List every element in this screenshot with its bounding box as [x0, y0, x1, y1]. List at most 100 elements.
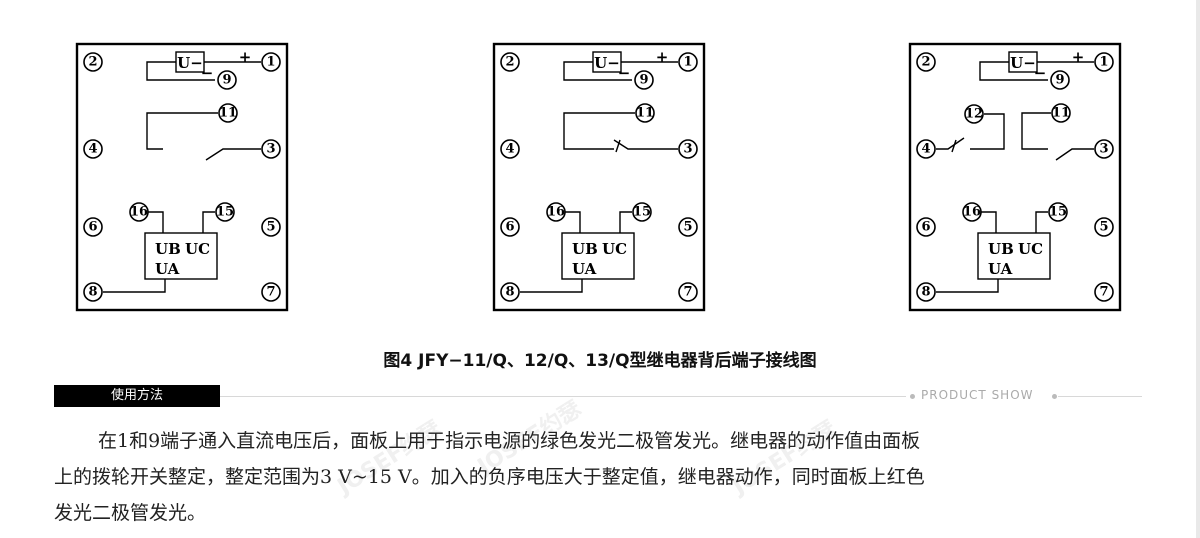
terminal-11	[1051, 103, 1071, 123]
wire	[978, 211, 997, 233]
svg-text:2: 2	[921, 55, 930, 70]
svg-text:11: 11	[1052, 106, 1070, 121]
ua-label: UA	[988, 260, 1013, 278]
terminal-2	[916, 52, 936, 72]
wire	[205, 148, 261, 161]
wiring-diagram-12q: U− + − UB UC UA 2 1 9 11 4 3 16 15 6 5	[492, 40, 707, 312]
svg-text:7: 7	[683, 285, 692, 300]
terminal-15	[632, 202, 652, 222]
terminal-1	[1094, 52, 1114, 72]
wire	[1035, 211, 1048, 233]
uc-label: UC	[185, 240, 210, 258]
svg-text:2: 2	[88, 55, 97, 70]
terminal-8	[83, 282, 103, 302]
terminal-8	[500, 282, 520, 302]
svg-text:1: 1	[1099, 55, 1108, 70]
terminal-3	[1094, 139, 1114, 159]
terminal-1	[678, 52, 698, 72]
wire	[202, 211, 215, 233]
minus-sign: −	[201, 64, 214, 82]
svg-text:4: 4	[88, 142, 97, 157]
svg-text:3: 3	[683, 142, 692, 157]
wire	[563, 112, 635, 150]
terminal-16	[546, 202, 566, 222]
svg-text:16: 16	[963, 205, 981, 220]
svg-text:15: 15	[633, 205, 651, 220]
terminal-16	[962, 202, 982, 222]
svg-text:8: 8	[505, 285, 514, 300]
measuring-element-box	[144, 232, 218, 280]
figure-caption: 图4 JFY−11/Q、12/Q、13/Q型继电器背后端子接线图	[383, 351, 817, 371]
wire	[936, 137, 965, 150]
terminal-5	[1094, 217, 1114, 237]
plus-sign: +	[239, 48, 252, 66]
paragraph-line: 上的拨轮开关整定，整定范围为3 V~15 V。加入的负序电压大于整定值，继电器动…	[54, 466, 925, 488]
terminal-6	[916, 217, 936, 237]
svg-text:11: 11	[219, 106, 237, 121]
uc-label: UC	[1018, 240, 1043, 258]
ua-label: UA	[155, 260, 180, 278]
terminal-3	[678, 139, 698, 159]
svg-text:4: 4	[921, 142, 930, 157]
terminal-16	[129, 202, 149, 222]
svg-text:2: 2	[505, 55, 514, 70]
u-minus-label: U−	[177, 54, 203, 72]
wire	[970, 113, 1005, 150]
section-divider	[220, 396, 906, 397]
minus-sign: −	[1034, 64, 1047, 82]
terminal-15	[215, 202, 235, 222]
paragraph-line: 在1和9端子通入直流电压后，面板上用于指示电源的绿色发光二极管发光。继电器的动作…	[98, 430, 921, 452]
divider-dot	[910, 394, 915, 399]
usage-paragraph: 在1和9端子通入直流电压后，面板上用于指示电源的绿色发光二极管发光。继电器的动作…	[54, 423, 1144, 531]
svg-text:1: 1	[683, 55, 692, 70]
terminal-7	[1094, 282, 1114, 302]
wire	[562, 211, 581, 233]
terminal-6	[500, 217, 520, 237]
svg-text:5: 5	[1099, 220, 1108, 235]
wire	[936, 279, 999, 293]
wire	[1055, 148, 1094, 161]
wire	[1021, 112, 1051, 150]
terminal-4	[916, 139, 936, 159]
terminal-11	[635, 103, 655, 123]
svg-text:15: 15	[216, 205, 234, 220]
wire	[619, 211, 632, 233]
svg-text:16: 16	[130, 205, 148, 220]
wiring-diagram-11q: U− + − UB UC UA 2 1 9 11 4 3 16 15 6	[75, 40, 290, 312]
terminal-4	[500, 139, 520, 159]
wire	[146, 112, 218, 150]
svg-text:7: 7	[266, 285, 275, 300]
svg-text:3: 3	[1099, 142, 1108, 157]
terminal-7	[261, 282, 281, 302]
wire	[103, 279, 166, 293]
terminal-9	[217, 70, 237, 90]
ub-label: UB	[988, 240, 1014, 258]
measuring-element-box	[561, 232, 635, 280]
product-show-label: PRODUCT SHOW	[921, 388, 1034, 402]
terminal-15	[1048, 202, 1068, 222]
wire	[615, 139, 621, 153]
terminal-2	[500, 52, 520, 72]
wire	[563, 61, 632, 81]
svg-text:16: 16	[547, 205, 565, 220]
terminal-5	[678, 217, 698, 237]
terminal-5	[261, 217, 281, 237]
terminal-12	[964, 104, 984, 124]
svg-text:11: 11	[636, 106, 654, 121]
terminal-7	[678, 282, 698, 302]
svg-text:8: 8	[88, 285, 97, 300]
svg-text:5: 5	[266, 220, 275, 235]
svg-text:15: 15	[1049, 205, 1067, 220]
svg-text:7: 7	[1099, 285, 1108, 300]
svg-text:8: 8	[921, 285, 930, 300]
terminal-4	[83, 139, 103, 159]
ua-label: UA	[572, 260, 597, 278]
plus-sign: +	[1072, 48, 1085, 66]
section-label: 使用方法	[54, 385, 220, 407]
wire	[951, 139, 957, 153]
terminal-1	[261, 52, 281, 72]
ub-label: UB	[572, 240, 598, 258]
wire	[145, 211, 164, 233]
svg-text:6: 6	[921, 220, 930, 235]
terminal-11	[218, 103, 238, 123]
